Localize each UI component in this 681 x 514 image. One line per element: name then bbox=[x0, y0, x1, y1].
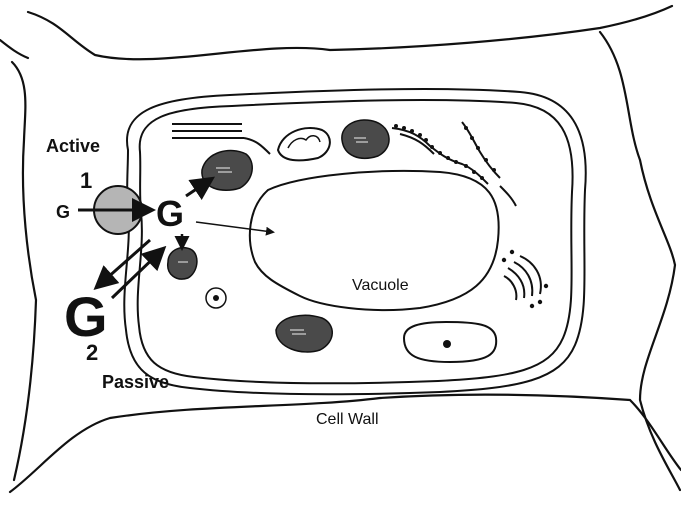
chloroplast-left bbox=[202, 151, 252, 191]
glucose-outside-small: G bbox=[56, 202, 70, 222]
cell-wall-right bbox=[600, 32, 680, 490]
number-2-label: 2 bbox=[86, 340, 98, 365]
small-vesicle bbox=[206, 288, 226, 308]
chloroplast-top bbox=[342, 120, 389, 158]
cell-wall-left bbox=[12, 62, 36, 480]
golgi-apparatus bbox=[504, 256, 541, 300]
glucose-outside-large: G bbox=[64, 285, 108, 348]
chloroplasts bbox=[168, 120, 389, 352]
active-label: Active bbox=[46, 136, 100, 156]
mitochondrion bbox=[278, 128, 330, 160]
cell-wall-top bbox=[28, 6, 672, 59]
endoplasmic-reticulum-lines bbox=[172, 124, 270, 154]
number-1-label: 1 bbox=[80, 168, 92, 193]
glucose-inside: G bbox=[156, 193, 184, 234]
cell-wall-label: Cell Wall bbox=[316, 411, 379, 428]
rough-er bbox=[392, 122, 516, 206]
nucleus bbox=[404, 322, 496, 362]
arrow-to-chloroplast bbox=[186, 180, 210, 196]
chloroplast-small bbox=[168, 248, 197, 279]
cell-wall-top-left bbox=[0, 40, 28, 58]
passive-arrow-out bbox=[98, 240, 150, 286]
passive-label: Passive bbox=[102, 372, 169, 392]
arrow-to-vacuole bbox=[196, 222, 272, 232]
passive-arrow-in bbox=[112, 250, 162, 298]
cell-wall-bottom bbox=[10, 395, 681, 492]
vacuole-label: Vacuole bbox=[352, 277, 409, 294]
